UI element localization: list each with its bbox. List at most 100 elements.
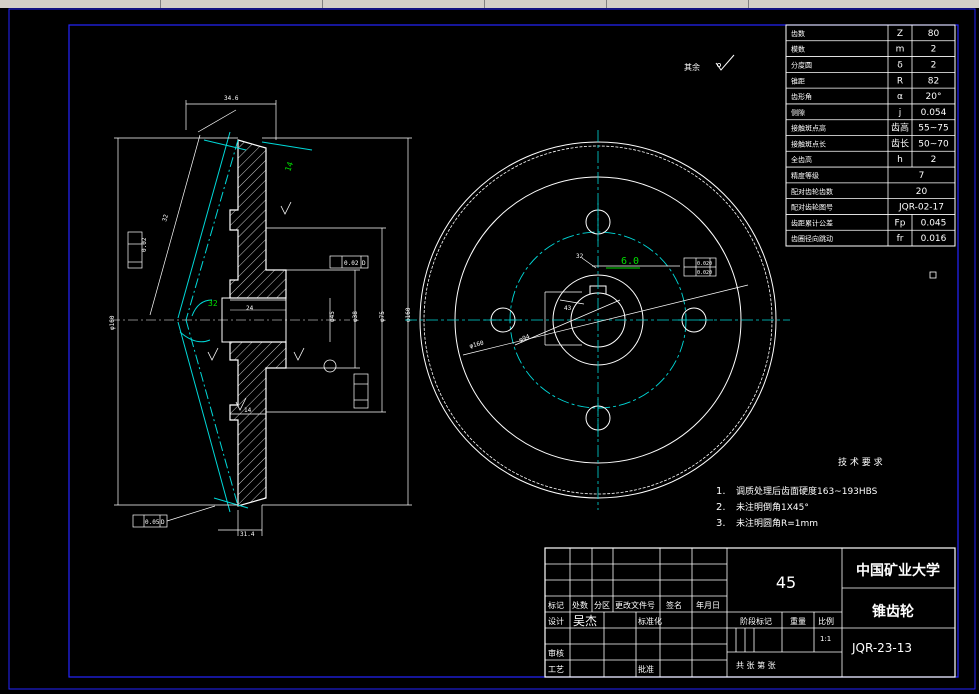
sheets-label: 共 张 第 张	[736, 660, 776, 670]
pitch-cone-line-upper	[185, 139, 239, 321]
material-value: 45	[776, 573, 796, 592]
param-value: 20°	[926, 92, 942, 102]
snap-marker	[929, 271, 937, 279]
param-name: 配对齿轮图号	[791, 203, 833, 212]
tolerance-value: 0.020	[697, 261, 712, 267]
dim-hub-diameter: φ45	[329, 311, 336, 322]
param-value: 20	[916, 187, 928, 197]
scale-value: 1:1	[820, 635, 831, 643]
roughness-symbol-icon	[715, 54, 735, 71]
param-name: 分度圆	[791, 60, 812, 69]
datum-circle-marker	[323, 359, 337, 373]
dim-bolt-circle: φ94	[518, 333, 531, 344]
param-value: 55~75	[918, 124, 948, 134]
param-name: 模数	[791, 45, 805, 54]
param-name: 全齿高	[791, 155, 812, 164]
window-top-toolbar-strip	[0, 0, 979, 8]
datum-letter: D	[362, 260, 366, 267]
param-symbol: 齿长	[891, 137, 909, 149]
roughness-label: 其余	[684, 62, 700, 72]
param-name: 齿形角	[791, 92, 812, 101]
param-value: 80	[928, 29, 940, 39]
roughness-mark-icon	[280, 201, 292, 215]
toolbar-segment[interactable]	[324, 0, 485, 8]
param-value: 0.016	[921, 234, 947, 244]
dim-outer-diameter-right: φ160	[405, 307, 412, 322]
tolerance-frame-left	[127, 231, 143, 269]
scale-label: 比例	[818, 616, 834, 626]
param-name: 齿圈径向跳动	[791, 234, 833, 243]
designer-name: 吴杰	[573, 614, 597, 628]
process-label: 工艺	[548, 665, 564, 674]
dim-keyway-width: 6.0	[621, 256, 639, 267]
param-name: 齿数	[791, 29, 805, 38]
dim-keyway-depth: 43	[564, 305, 572, 312]
keyway-tolerance-frame	[683, 257, 717, 277]
school-name: 中国矿业大学	[856, 562, 940, 579]
param-name: 侧隙	[791, 108, 805, 117]
param-value: 0.054	[921, 108, 947, 118]
param-symbol: m	[896, 45, 905, 55]
roughness-mark-icon	[293, 347, 305, 361]
tech-req-num: 2.	[716, 502, 726, 513]
dim-angle-green: 32	[208, 299, 218, 308]
dim-angle: 32	[576, 253, 584, 260]
param-value: JQR-02-17	[898, 203, 944, 213]
inner-drawing-frame	[68, 24, 959, 678]
dim-ref-green: 14	[283, 160, 295, 172]
datum-letter: D	[161, 519, 165, 526]
standard-label: 标准化	[638, 616, 662, 626]
dim-face-width: 14	[244, 407, 252, 414]
param-name: 齿距累计公差	[791, 218, 833, 227]
title-block: 45 中国矿业大学 锥齿轮 JQR-23-13 标记 处数 分区 更改文件号 签…	[544, 547, 956, 678]
dim-front-diameter: φ160	[469, 340, 485, 350]
param-name: 接触斑点长	[791, 139, 826, 148]
tech-req-num: 1.	[716, 486, 726, 497]
param-value: 2	[931, 155, 937, 165]
param-name: 锥距	[791, 76, 805, 85]
param-symbol: Z	[897, 29, 903, 39]
rev-header: 年月日	[696, 600, 720, 610]
pitch-cone-line-lower	[185, 319, 239, 507]
param-symbol: Fp	[895, 218, 906, 228]
tech-req-item: 未注明倒角1X45°	[736, 501, 809, 513]
param-symbol: j	[898, 108, 902, 118]
param-name: 配对齿轮齿数	[791, 187, 833, 196]
dim-cone-length: 32	[161, 213, 170, 222]
tolerance-value: 0.02	[344, 260, 359, 267]
gear-front-view: 6.0 32 43 φ160 φ94 0.020 0.020	[405, 130, 790, 510]
param-value: 2	[931, 60, 937, 70]
param-symbol: R	[897, 76, 903, 86]
tolerance-frame-bottom	[132, 505, 216, 528]
param-symbol: fr	[897, 234, 904, 244]
param-value: 50~70	[918, 139, 949, 149]
toolbar-segment[interactable]	[0, 0, 161, 8]
gear-parameter-table: 齿数 Z 80 模数 m 2 分度圆 δ 2 锥距 R 82 齿形角 α 20° 侧隙 j 0.054 接触斑点高齿…	[785, 24, 956, 247]
toolbar-segment[interactable]	[608, 0, 749, 8]
tolerance-frame-mid	[329, 255, 369, 269]
tech-req-item: 调质处理后齿面硬度163~193HBS	[736, 485, 878, 497]
section-hatch-upper	[229, 139, 287, 299]
toolbar-segment[interactable]	[162, 0, 323, 8]
param-symbol: h	[897, 155, 903, 165]
param-symbol: α	[897, 92, 903, 102]
tech-req-item: 未注明圆角R=1mm	[736, 517, 818, 529]
param-name: 接触斑点高	[791, 124, 826, 133]
technical-requirements: 技 术 要 求 1. 调质处理后齿面硬度163~193HBS 2. 未注明倒角1…	[716, 456, 883, 529]
part-name: 锥齿轮	[872, 603, 914, 620]
tech-req-num: 3.	[716, 518, 726, 529]
param-symbol: δ	[897, 60, 903, 70]
toolbar-segment[interactable]	[486, 0, 607, 8]
tolerance-value: 0.05	[145, 519, 160, 526]
param-value: 0.045	[921, 218, 947, 228]
dim-bore-diameter: φ38	[352, 311, 359, 322]
param-value: 82	[928, 76, 939, 86]
dim-thickness: 34.6	[224, 95, 239, 102]
rev-header: 更改文件号	[615, 600, 655, 610]
tolerance-frame-right	[353, 373, 369, 409]
stage-label: 阶段标记	[740, 616, 772, 626]
rev-header: 处数	[572, 600, 588, 610]
rev-header: 签名	[666, 600, 682, 610]
rev-header: 分区	[594, 601, 610, 610]
